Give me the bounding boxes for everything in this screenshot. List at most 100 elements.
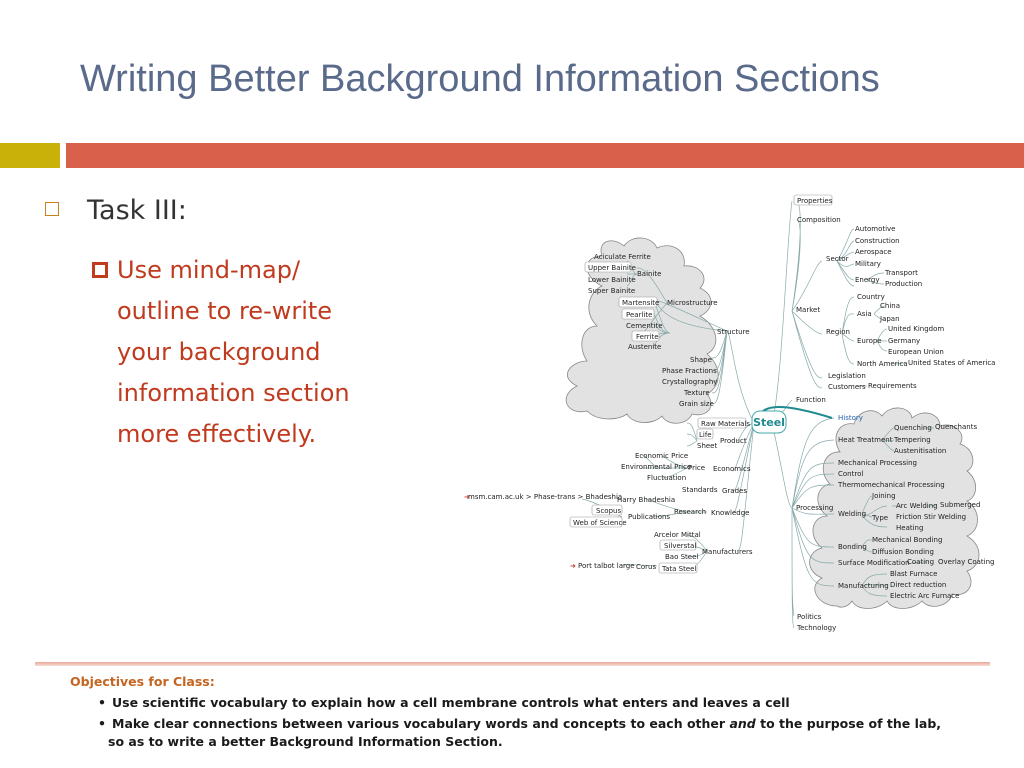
node-customers: Customers bbox=[828, 383, 866, 391]
node-life: Life bbox=[699, 431, 712, 439]
node-manufacturers: Manufacturers bbox=[702, 548, 753, 556]
node-raw-materials: Raw Materials bbox=[701, 420, 750, 428]
structure-branch: Aciculate Ferrite Upper Bainite Lower Ba… bbox=[584, 253, 750, 408]
accent-bar-right bbox=[66, 143, 1024, 168]
node-upper-bainite: Upper Bainite bbox=[588, 264, 636, 272]
node-price: Price bbox=[688, 464, 705, 472]
node-military: Military bbox=[855, 260, 881, 268]
node-research: Research bbox=[674, 508, 706, 516]
node-heating: Heating bbox=[896, 524, 923, 532]
node-grades: Grades bbox=[722, 487, 747, 495]
node-phase-fractions: Phase Fractions bbox=[662, 367, 717, 375]
node-quenching: Quenching bbox=[894, 424, 932, 432]
node-germany: Germany bbox=[888, 337, 920, 345]
node-us: United States of America bbox=[908, 359, 995, 367]
task-heading: Task III: bbox=[45, 195, 187, 226]
node-market: Market bbox=[796, 306, 820, 314]
node-aerospace: Aerospace bbox=[855, 248, 892, 256]
node-china: China bbox=[880, 302, 900, 310]
economics-branch: Raw Materials Life Sheet Product Economi… bbox=[464, 417, 753, 574]
node-direct-reduction: Direct reduction bbox=[890, 581, 946, 589]
node-super-bainite: Super Bainite bbox=[588, 287, 635, 295]
node-heat-treatment: Heat Treatment bbox=[838, 436, 893, 444]
node-economic-price: Economic Price bbox=[635, 452, 688, 460]
node-bonding: Bonding bbox=[838, 543, 867, 551]
hollow-square-bullet-icon bbox=[45, 202, 59, 216]
bullet-line: your background bbox=[117, 338, 321, 366]
node-requirements: Requirements bbox=[868, 382, 917, 390]
node-austenite: Austenite bbox=[628, 343, 661, 351]
node-wos: Web of Science bbox=[573, 519, 627, 527]
node-manufacturing: Manufacturing bbox=[838, 582, 889, 590]
objectives-list: Use scientific vocabulary to explain how… bbox=[70, 694, 941, 751]
node-eaf: Electric Arc Furnace bbox=[890, 592, 959, 600]
node-properties: Properties bbox=[797, 197, 833, 205]
node-bainite: Bainite bbox=[637, 270, 661, 278]
market-branch: Properties Composition Market Sector Aut… bbox=[793, 194, 995, 404]
node-sector: Sector bbox=[826, 255, 849, 263]
node-japan: Japan bbox=[879, 315, 900, 323]
node-grain-size: Grain size bbox=[679, 400, 714, 408]
node-submerged: Submerged bbox=[940, 501, 980, 509]
node-publications: Publications bbox=[628, 513, 670, 521]
node-asia: Asia bbox=[857, 310, 872, 318]
node-arc-welding: Arc Welding bbox=[896, 502, 938, 510]
processing-cloud bbox=[809, 407, 980, 609]
node-overlay-coating: Overlay Coating bbox=[938, 558, 994, 566]
node-europe: Europe bbox=[857, 337, 882, 345]
steel-center-label: Steel bbox=[753, 416, 785, 429]
node-cementite: Cementite bbox=[626, 322, 663, 330]
footer-divider bbox=[35, 662, 990, 666]
objective-text: so as to write a better Background Infor… bbox=[108, 734, 503, 749]
structure-cloud bbox=[565, 237, 719, 424]
node-composition: Composition bbox=[797, 216, 841, 224]
bullet-line: Use mind-map/ bbox=[117, 256, 301, 284]
node-uk: United Kingdom bbox=[888, 325, 944, 333]
objective-text: Use scientific vocabulary to explain how… bbox=[112, 695, 790, 710]
node-fluctuation: Fluctuation bbox=[647, 474, 686, 482]
node-austenitisation: Austenitisation bbox=[894, 447, 946, 455]
node-shape: Shape bbox=[690, 356, 712, 364]
node-construction: Construction bbox=[855, 237, 900, 245]
node-blast-furnace: Blast Furnace bbox=[890, 570, 937, 578]
objective-text: to the purpose of the lab, bbox=[760, 716, 942, 731]
node-history: History bbox=[838, 414, 863, 422]
node-diffusion-bonding: Diffusion Bonding bbox=[872, 548, 934, 556]
node-economics: Economics bbox=[713, 465, 751, 473]
node-port-talbot: Port talbot large bbox=[578, 562, 635, 570]
node-product: Product bbox=[720, 437, 747, 445]
node-friction-stir: Friction Stir Welding bbox=[896, 513, 966, 521]
node-welding: Welding bbox=[838, 510, 866, 518]
steel-mind-map: Steel Properties Composition Market Sect… bbox=[464, 194, 995, 632]
node-microstructure: Microstructure bbox=[667, 299, 718, 307]
node-quenchants: Quenchants bbox=[935, 423, 977, 431]
node-ferrite: Ferrite bbox=[636, 333, 659, 341]
node-structure: Structure bbox=[717, 328, 750, 336]
objectives-heading: Objectives for Class: bbox=[70, 674, 215, 689]
node-transport: Transport bbox=[884, 269, 918, 277]
task-bullet: Use mind-map/ outline to re-write your b… bbox=[92, 250, 382, 455]
node-region: Region bbox=[826, 328, 850, 336]
node-legislation: Legislation bbox=[828, 372, 866, 380]
node-crystallography: Crystallography bbox=[662, 378, 717, 386]
node-politics: Politics bbox=[797, 613, 822, 621]
accent-bar-left bbox=[0, 143, 60, 168]
processing-branch: History Heat Treatment Quenching Quencha… bbox=[796, 414, 994, 632]
node-tempering: Tempering bbox=[893, 436, 931, 444]
bullet-line: information section bbox=[117, 379, 350, 407]
node-bao-steel: Bao Steel bbox=[665, 553, 698, 561]
objectives-section: Objectives for Class: Use scientific voc… bbox=[70, 674, 941, 754]
objective-item: Use scientific vocabulary to explain how… bbox=[98, 694, 941, 712]
node-mechanical-processing: Mechanical Processing bbox=[838, 459, 917, 467]
objective-emphasis: and bbox=[729, 716, 756, 731]
node-acicular: Aciculate Ferrite bbox=[594, 253, 651, 261]
node-pearlite: Pearlite bbox=[626, 311, 652, 319]
steel-center-node[interactable] bbox=[751, 410, 787, 434]
node-eu: European Union bbox=[888, 348, 944, 356]
objective-text: Make clear connections between various v… bbox=[112, 716, 726, 731]
mind-map-links-left bbox=[576, 260, 755, 569]
node-mech-bonding: Mechanical Bonding bbox=[872, 536, 942, 544]
node-arcelor: Arcelor Mittal bbox=[654, 531, 701, 539]
node-silverstal: Silverstal bbox=[664, 542, 696, 550]
node-knowledge: Knowledge bbox=[711, 509, 749, 517]
